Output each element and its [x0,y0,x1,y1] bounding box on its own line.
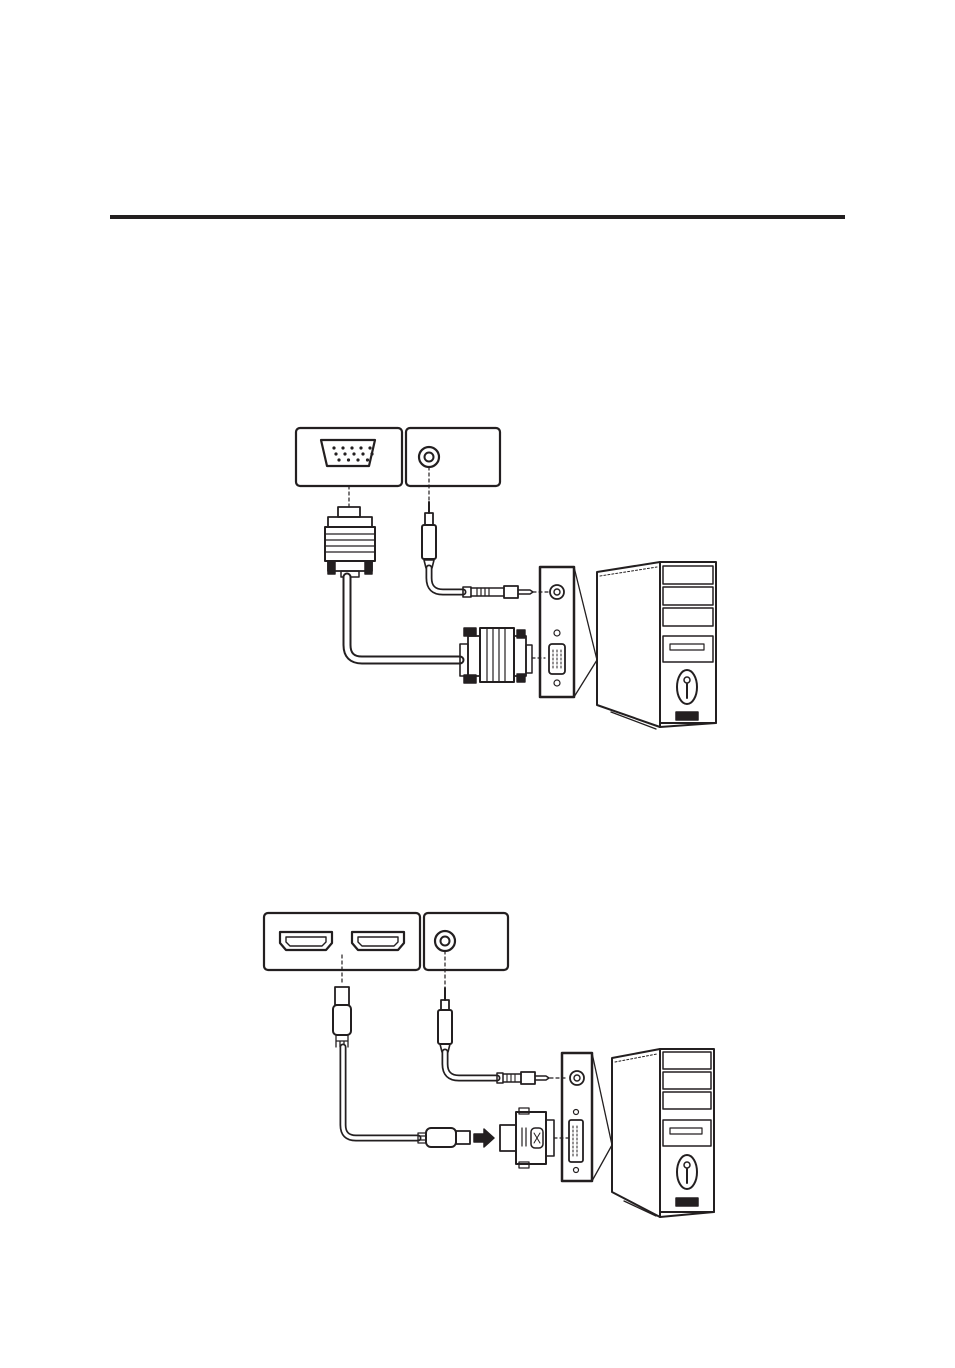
audio-cable-plug-monitor-2 [438,988,452,1052]
pc-audio-jack-icon-2 [570,1071,584,1085]
hdmi-cable [343,1047,418,1138]
hdmi-port-icon-1 [280,932,332,950]
pc-io-panel-2 [562,1053,612,1181]
audio-jack-icon-2 [435,931,455,951]
arrow-icon [474,1129,494,1147]
hdmi-port-icon-2 [352,932,404,950]
monitor-audio-port-panel-2 [424,913,508,970]
hdmi-dvi-adapter [500,1108,554,1168]
hdmi-cable-plug-pc [418,1128,470,1147]
pc-dvi-port-icon [569,1120,583,1162]
audio-cable-2 [445,1052,497,1078]
hdmi-cable-plug-monitor [333,987,351,1047]
audio-cable-plug-pc-2 [497,1072,549,1084]
pc-tower-2 [612,1049,714,1217]
